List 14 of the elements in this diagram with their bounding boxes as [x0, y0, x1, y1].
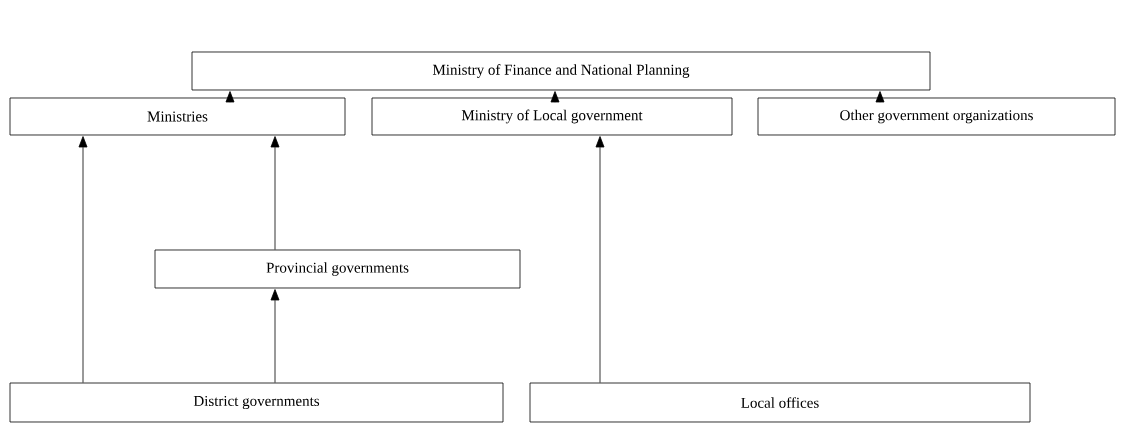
org-box: Ministry of Finance and National Planning — [191, 51, 931, 91]
arrow — [270, 136, 280, 250]
arrow — [875, 91, 885, 103]
org-box: Local offices — [529, 382, 1031, 423]
org-box: District governments — [9, 382, 504, 423]
org-box: Provincial governments — [154, 249, 521, 289]
arrow — [270, 289, 280, 383]
org-box: Ministry of Local government — [371, 97, 733, 136]
arrow — [550, 91, 560, 103]
org-box: Ministries — [9, 97, 346, 136]
org-box: Other government organizations — [757, 97, 1116, 136]
arrow — [595, 136, 605, 383]
arrow — [78, 136, 88, 383]
arrow — [225, 91, 235, 103]
